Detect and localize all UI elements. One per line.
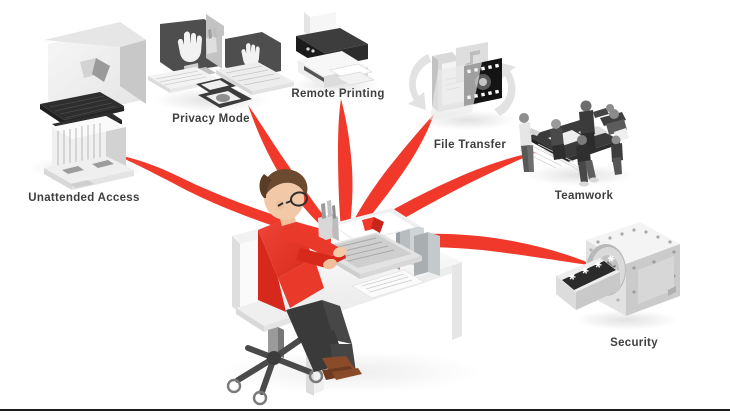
security-icon: ✱ ✱ ✱ ✱: [556, 222, 680, 330]
team-person-seated-center: [550, 119, 566, 160]
hand-block-icon-laptop: [241, 43, 260, 67]
team-person-far-right: [611, 135, 623, 175]
laptop-screen-logo-icon: [362, 217, 384, 233]
seated-user-at-desk: [220, 169, 480, 406]
svg-text:✱: ✱: [580, 266, 591, 278]
monitor-logo-icon: [80, 58, 110, 82]
glasses-icon: [277, 191, 308, 207]
arrow-to-unattended-access: [116, 155, 331, 243]
person-body: [258, 169, 362, 380]
password-asterisks-icon: ✱ ✱ ✱ ✱: [567, 254, 617, 284]
team-person-standing-left: [519, 113, 540, 172]
remote-printing-icon: [292, 8, 380, 94]
arrow-to-remote-printing: [338, 99, 353, 232]
team-person-right: [600, 109, 629, 142]
svg-text:✱: ✱: [593, 260, 604, 272]
desk-papers: [351, 269, 425, 299]
arrow-to-file-transfer: [350, 114, 434, 236]
file-transfer-icon: [408, 42, 516, 130]
svg-text:✱: ✱: [606, 254, 617, 266]
unattended-access-icon: [30, 22, 146, 190]
pen-holder: [318, 200, 339, 242]
teamwork-icon: [519, 100, 634, 187]
hand-block-icon-phone: [216, 94, 230, 102]
hand-block-icon-monitor: [177, 31, 202, 62]
bottom-divider: [0, 409, 730, 411]
svg-text:✱: ✱: [567, 272, 578, 284]
privacy-mode-icon: [148, 14, 294, 112]
team-person-front: [576, 135, 599, 187]
